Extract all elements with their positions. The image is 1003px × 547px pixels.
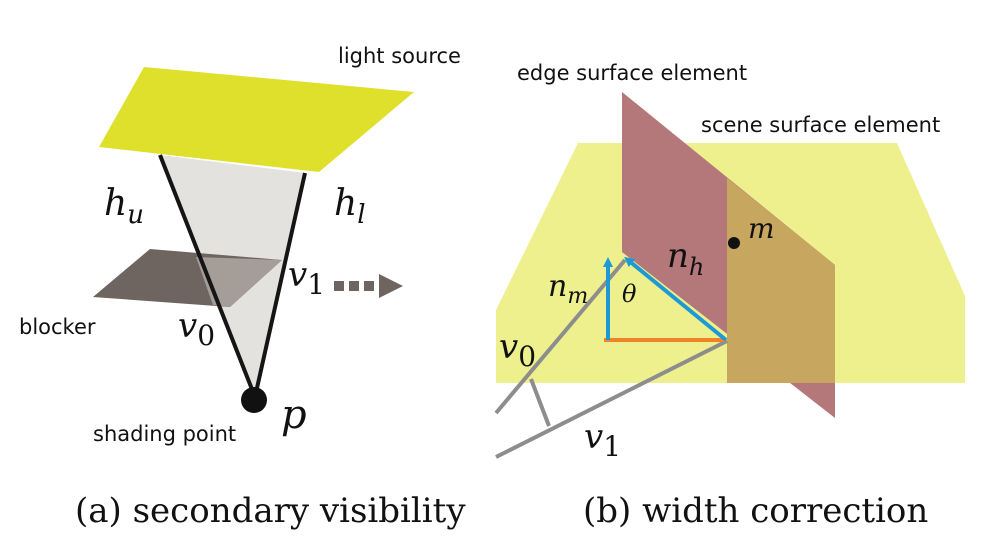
point-m-dot bbox=[728, 237, 740, 249]
cone-edge-lower bbox=[253, 172, 307, 398]
light-source-label: light source bbox=[338, 44, 461, 68]
light-source-quad bbox=[99, 67, 414, 172]
p-label: p bbox=[281, 392, 307, 438]
v1-label-b: v1 bbox=[584, 417, 621, 463]
dashed-arrow bbox=[334, 274, 403, 298]
v1-label-a: v1 bbox=[288, 255, 325, 301]
shading-point-dot bbox=[241, 387, 267, 413]
h-l-label: hl bbox=[334, 183, 366, 230]
blocker-plane-lit bbox=[196, 257, 282, 307]
projection-line-v1 bbox=[495, 339, 728, 459]
scene-surface-label: scene surface element bbox=[701, 113, 940, 137]
theta-label: θ bbox=[622, 280, 637, 308]
cone-edge-upper bbox=[158, 154, 257, 398]
normal-h-arrow bbox=[624, 256, 728, 342]
v0-label-a: v0 bbox=[178, 306, 215, 352]
panel-b: edge surface element scene surface eleme… bbox=[494, 61, 965, 531]
projection-line-v0 bbox=[494, 258, 627, 415]
n-m-label: nm bbox=[548, 269, 588, 309]
caption-a: (a) secondary visibility bbox=[75, 491, 466, 531]
edge-surface-overlap bbox=[727, 178, 835, 383]
n-h-label: nh bbox=[667, 236, 704, 281]
shading-point-label: shading point bbox=[93, 422, 236, 446]
m-label: m bbox=[748, 212, 775, 245]
h-u-label: hu bbox=[104, 183, 144, 230]
caption-b: (b) width correction bbox=[583, 491, 928, 531]
panel-a: light source blocker shading point hu hl… bbox=[19, 44, 466, 531]
width-tick bbox=[529, 378, 551, 427]
blocker-label: blocker bbox=[19, 315, 96, 339]
edge-surface-label: edge surface element bbox=[517, 61, 747, 85]
v0-label-b: v0 bbox=[499, 327, 536, 373]
